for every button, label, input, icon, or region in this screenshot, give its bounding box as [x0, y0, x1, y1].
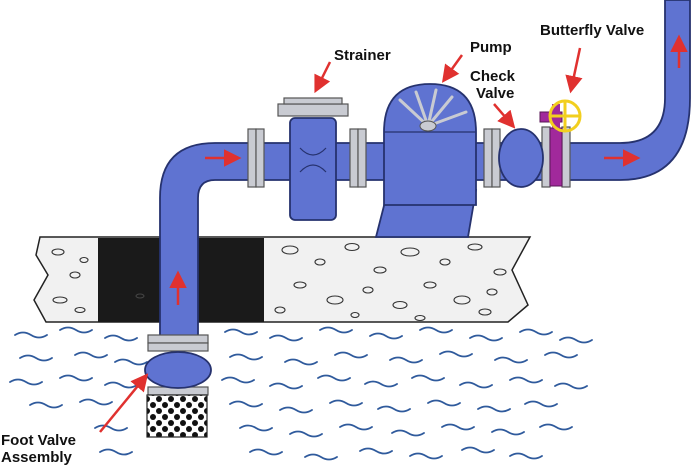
butterfly-valve	[539, 99, 582, 187]
label-check-valve-line2: Valve	[476, 85, 515, 102]
label-foot-valve-line2: Assembly	[1, 449, 72, 466]
leader-foot-valve	[99, 373, 149, 433]
flow-arrows	[169, 34, 688, 305]
ground-slab	[33, 236, 532, 323]
foot-valve-assembly	[144, 351, 212, 438]
label-butterfly-valve: Butterfly Valve	[540, 22, 645, 39]
butterfly-valve-handwheel	[548, 99, 582, 133]
pump	[374, 83, 478, 238]
leader-butterfly-valve	[565, 47, 583, 94]
leader-check-valve	[493, 103, 516, 129]
ground-pebbles	[51, 242, 507, 322]
strainer	[277, 97, 349, 221]
leader-arrows	[99, 47, 583, 433]
check-valve	[498, 128, 544, 188]
water-waves	[9, 326, 593, 461]
label-strainer: Strainer	[334, 47, 391, 64]
leader-strainer	[314, 61, 332, 94]
label-foot-valve-line1: Foot Valve	[1, 432, 77, 449]
label-check-valve-line1: Check	[470, 68, 516, 85]
leader-pump	[441, 54, 464, 83]
label-pump: Pump	[470, 39, 512, 56]
foot-valve-screen	[146, 394, 208, 438]
